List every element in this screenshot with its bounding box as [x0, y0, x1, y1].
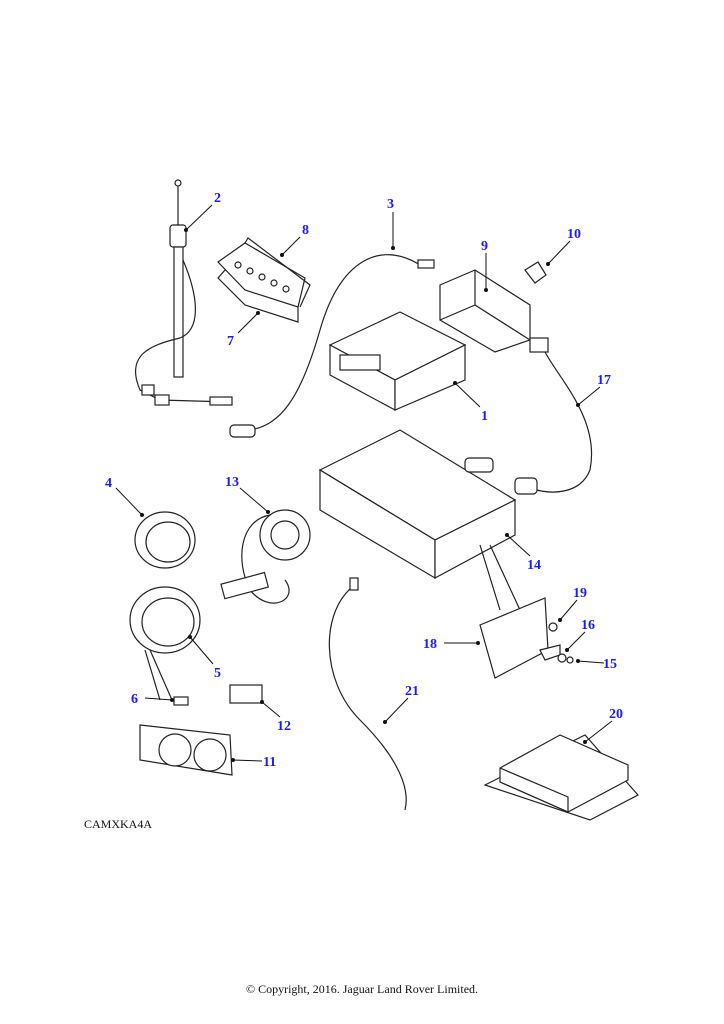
callout-14[interactable]: 14 — [527, 558, 541, 573]
callout-20[interactable]: 20 — [609, 707, 623, 722]
callout-18[interactable]: 18 — [423, 637, 437, 652]
leader-lines — [115, 204, 613, 762]
part-bracket — [479, 597, 549, 679]
part-cassette-case — [217, 237, 311, 323]
callout-7[interactable]: 7 — [227, 334, 234, 349]
callout-8[interactable]: 8 — [302, 223, 309, 238]
callout-17[interactable]: 17 — [597, 373, 611, 388]
part-radio-unit — [328, 311, 467, 412]
part-washer — [557, 653, 567, 663]
part-speaker-housing — [139, 724, 233, 776]
callout-4[interactable]: 4 — [105, 476, 112, 491]
part-changer-cable — [328, 584, 407, 811]
callout-15[interactable]: 15 — [603, 657, 617, 672]
callout-2[interactable]: 2 — [214, 191, 221, 206]
part-stud — [548, 622, 558, 632]
part-aerial-cable — [249, 254, 421, 431]
callout-13[interactable]: 13 — [225, 475, 239, 490]
callout-16[interactable]: 16 — [581, 618, 595, 633]
callout-19[interactable]: 19 — [573, 586, 587, 601]
part-clip — [524, 261, 547, 284]
part-connector — [229, 684, 263, 704]
callout-12[interactable]: 12 — [277, 719, 291, 734]
callout-3[interactable]: 3 — [387, 197, 394, 212]
part-antenna — [134, 179, 233, 406]
callout-6[interactable]: 6 — [131, 692, 138, 707]
part-speaker-screw — [173, 696, 189, 706]
callout-10[interactable]: 10 — [567, 227, 581, 242]
callout-11[interactable]: 11 — [263, 755, 276, 770]
part-control-module — [483, 734, 639, 821]
part-changer-lead — [529, 351, 593, 493]
part-cd-changer — [318, 429, 517, 580]
diagram-reference-code: CAMXKA4A — [84, 817, 153, 831]
callout-21[interactable]: 21 — [405, 684, 419, 699]
part-screw — [566, 656, 574, 664]
copyright-notice: © Copyright, 2016. Jaguar Land Rover Lim… — [245, 982, 479, 996]
callout-1[interactable]: 1 — [481, 409, 488, 424]
callout-5[interactable]: 5 — [214, 666, 221, 681]
callout-9[interactable]: 9 — [481, 239, 488, 254]
